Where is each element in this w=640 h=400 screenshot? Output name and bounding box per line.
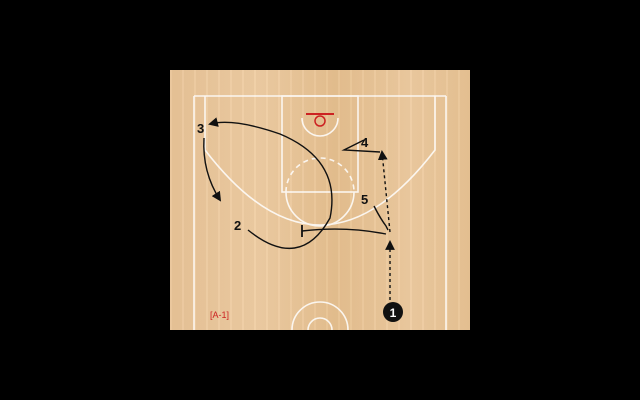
play-tag: [A-1] [210,310,229,320]
pass-path-to-4 [377,150,391,233]
move-path-4 [341,139,381,153]
player-5-label: 5 [361,192,368,207]
player-1-ball-marker [383,302,403,322]
cut-path-3 [203,137,222,202]
three-point-arc [204,96,436,226]
screen-path-5 [373,205,389,231]
player-1-label: 1 [390,306,397,320]
center-circle-inner [307,317,333,331]
rim [314,115,326,127]
screen-path-5b [301,228,387,235]
player-paths [203,117,395,300]
restricted-area [301,117,339,137]
free-throw-circle [285,191,355,227]
free-throw-circle-dashed [285,157,355,193]
center-circle [291,301,349,331]
player-3-label: 3 [197,121,204,136]
paint-lane [281,95,359,193]
cut-path-2 [208,117,333,250]
player-4-label: 4 [361,135,369,150]
player-2-label: 2 [234,218,241,233]
court-lines [193,95,447,331]
